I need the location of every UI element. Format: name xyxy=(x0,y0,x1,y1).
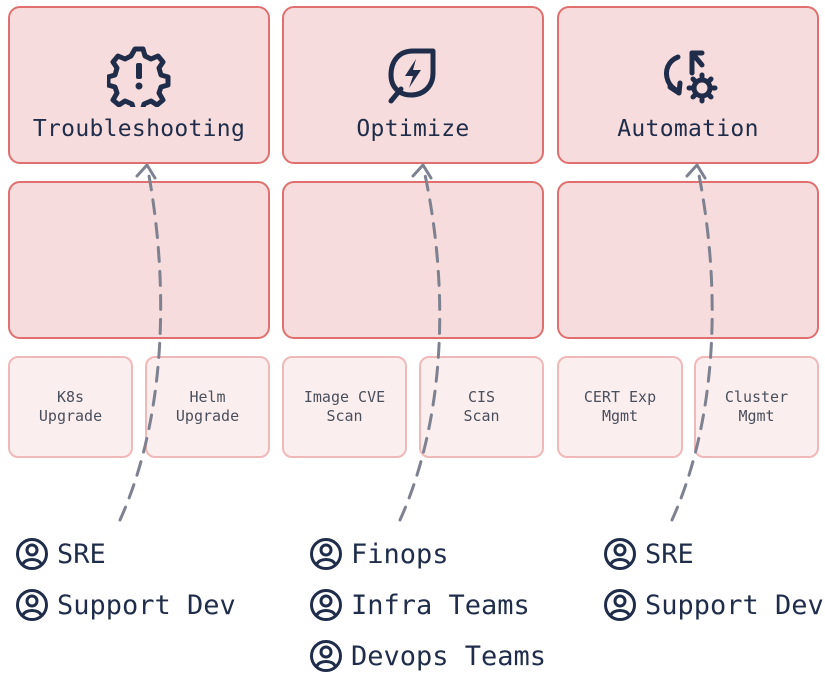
arrowhead xyxy=(411,163,433,180)
task-card: CIS Scan xyxy=(419,356,544,458)
task-card: K8s Upgrade xyxy=(8,356,133,458)
persona-item: Devops Teams xyxy=(309,636,546,676)
persona-label: SRE xyxy=(57,538,106,570)
user-circle-icon xyxy=(310,640,342,672)
arrowhead xyxy=(135,163,157,180)
category-box-troubleshooting: Troubleshooting xyxy=(8,6,270,164)
user-circle-icon xyxy=(604,589,636,621)
persona-item: Support Dev xyxy=(15,585,236,625)
task-card: Helm Upgrade xyxy=(145,356,270,458)
persona-label: Finops xyxy=(351,538,449,570)
persona-label: SRE xyxy=(645,538,694,570)
task-label: K8s Upgrade xyxy=(38,388,103,425)
category-box-optimize: Optimize xyxy=(282,6,544,164)
leaf-bolt-icon xyxy=(381,43,445,111)
user-circle-icon xyxy=(310,589,342,621)
category-panel xyxy=(282,181,544,339)
persona-item: Support Dev xyxy=(603,585,824,625)
persona-item: Infra Teams xyxy=(309,585,530,625)
task-card: CERT Exp Mgmt xyxy=(557,356,683,458)
user-circle-icon xyxy=(16,538,48,570)
task-label: CIS Scan xyxy=(463,388,500,425)
task-label: Helm Upgrade xyxy=(175,388,240,425)
category-panel xyxy=(557,181,819,339)
category-title: Troubleshooting xyxy=(32,116,246,142)
task-label: Cluster Mgmt xyxy=(724,388,789,425)
sync-gear-icon xyxy=(656,43,720,111)
user-circle-icon xyxy=(310,538,342,570)
task-card: Image CVE Scan xyxy=(282,356,407,458)
category-title: Automation xyxy=(617,116,759,142)
user-circle-icon xyxy=(604,538,636,570)
task-label: CERT Exp Mgmt xyxy=(583,388,657,425)
task-card: Cluster Mgmt xyxy=(694,356,819,458)
persona-label: Support Dev xyxy=(645,589,824,621)
category-title: Optimize xyxy=(356,116,470,142)
persona-label: Support Dev xyxy=(57,589,236,621)
persona-item: SRE xyxy=(603,534,694,574)
user-circle-icon xyxy=(16,589,48,621)
persona-label: Infra Teams xyxy=(351,589,530,621)
persona-item: Finops xyxy=(309,534,449,574)
persona-label: Devops Teams xyxy=(351,640,547,672)
category-panel xyxy=(8,181,270,339)
arrowhead xyxy=(685,163,707,180)
category-box-automation: Automation xyxy=(557,6,819,164)
persona-item: SRE xyxy=(15,534,106,574)
gear-alert-icon xyxy=(105,43,171,114)
task-label: Image CVE Scan xyxy=(303,388,386,425)
